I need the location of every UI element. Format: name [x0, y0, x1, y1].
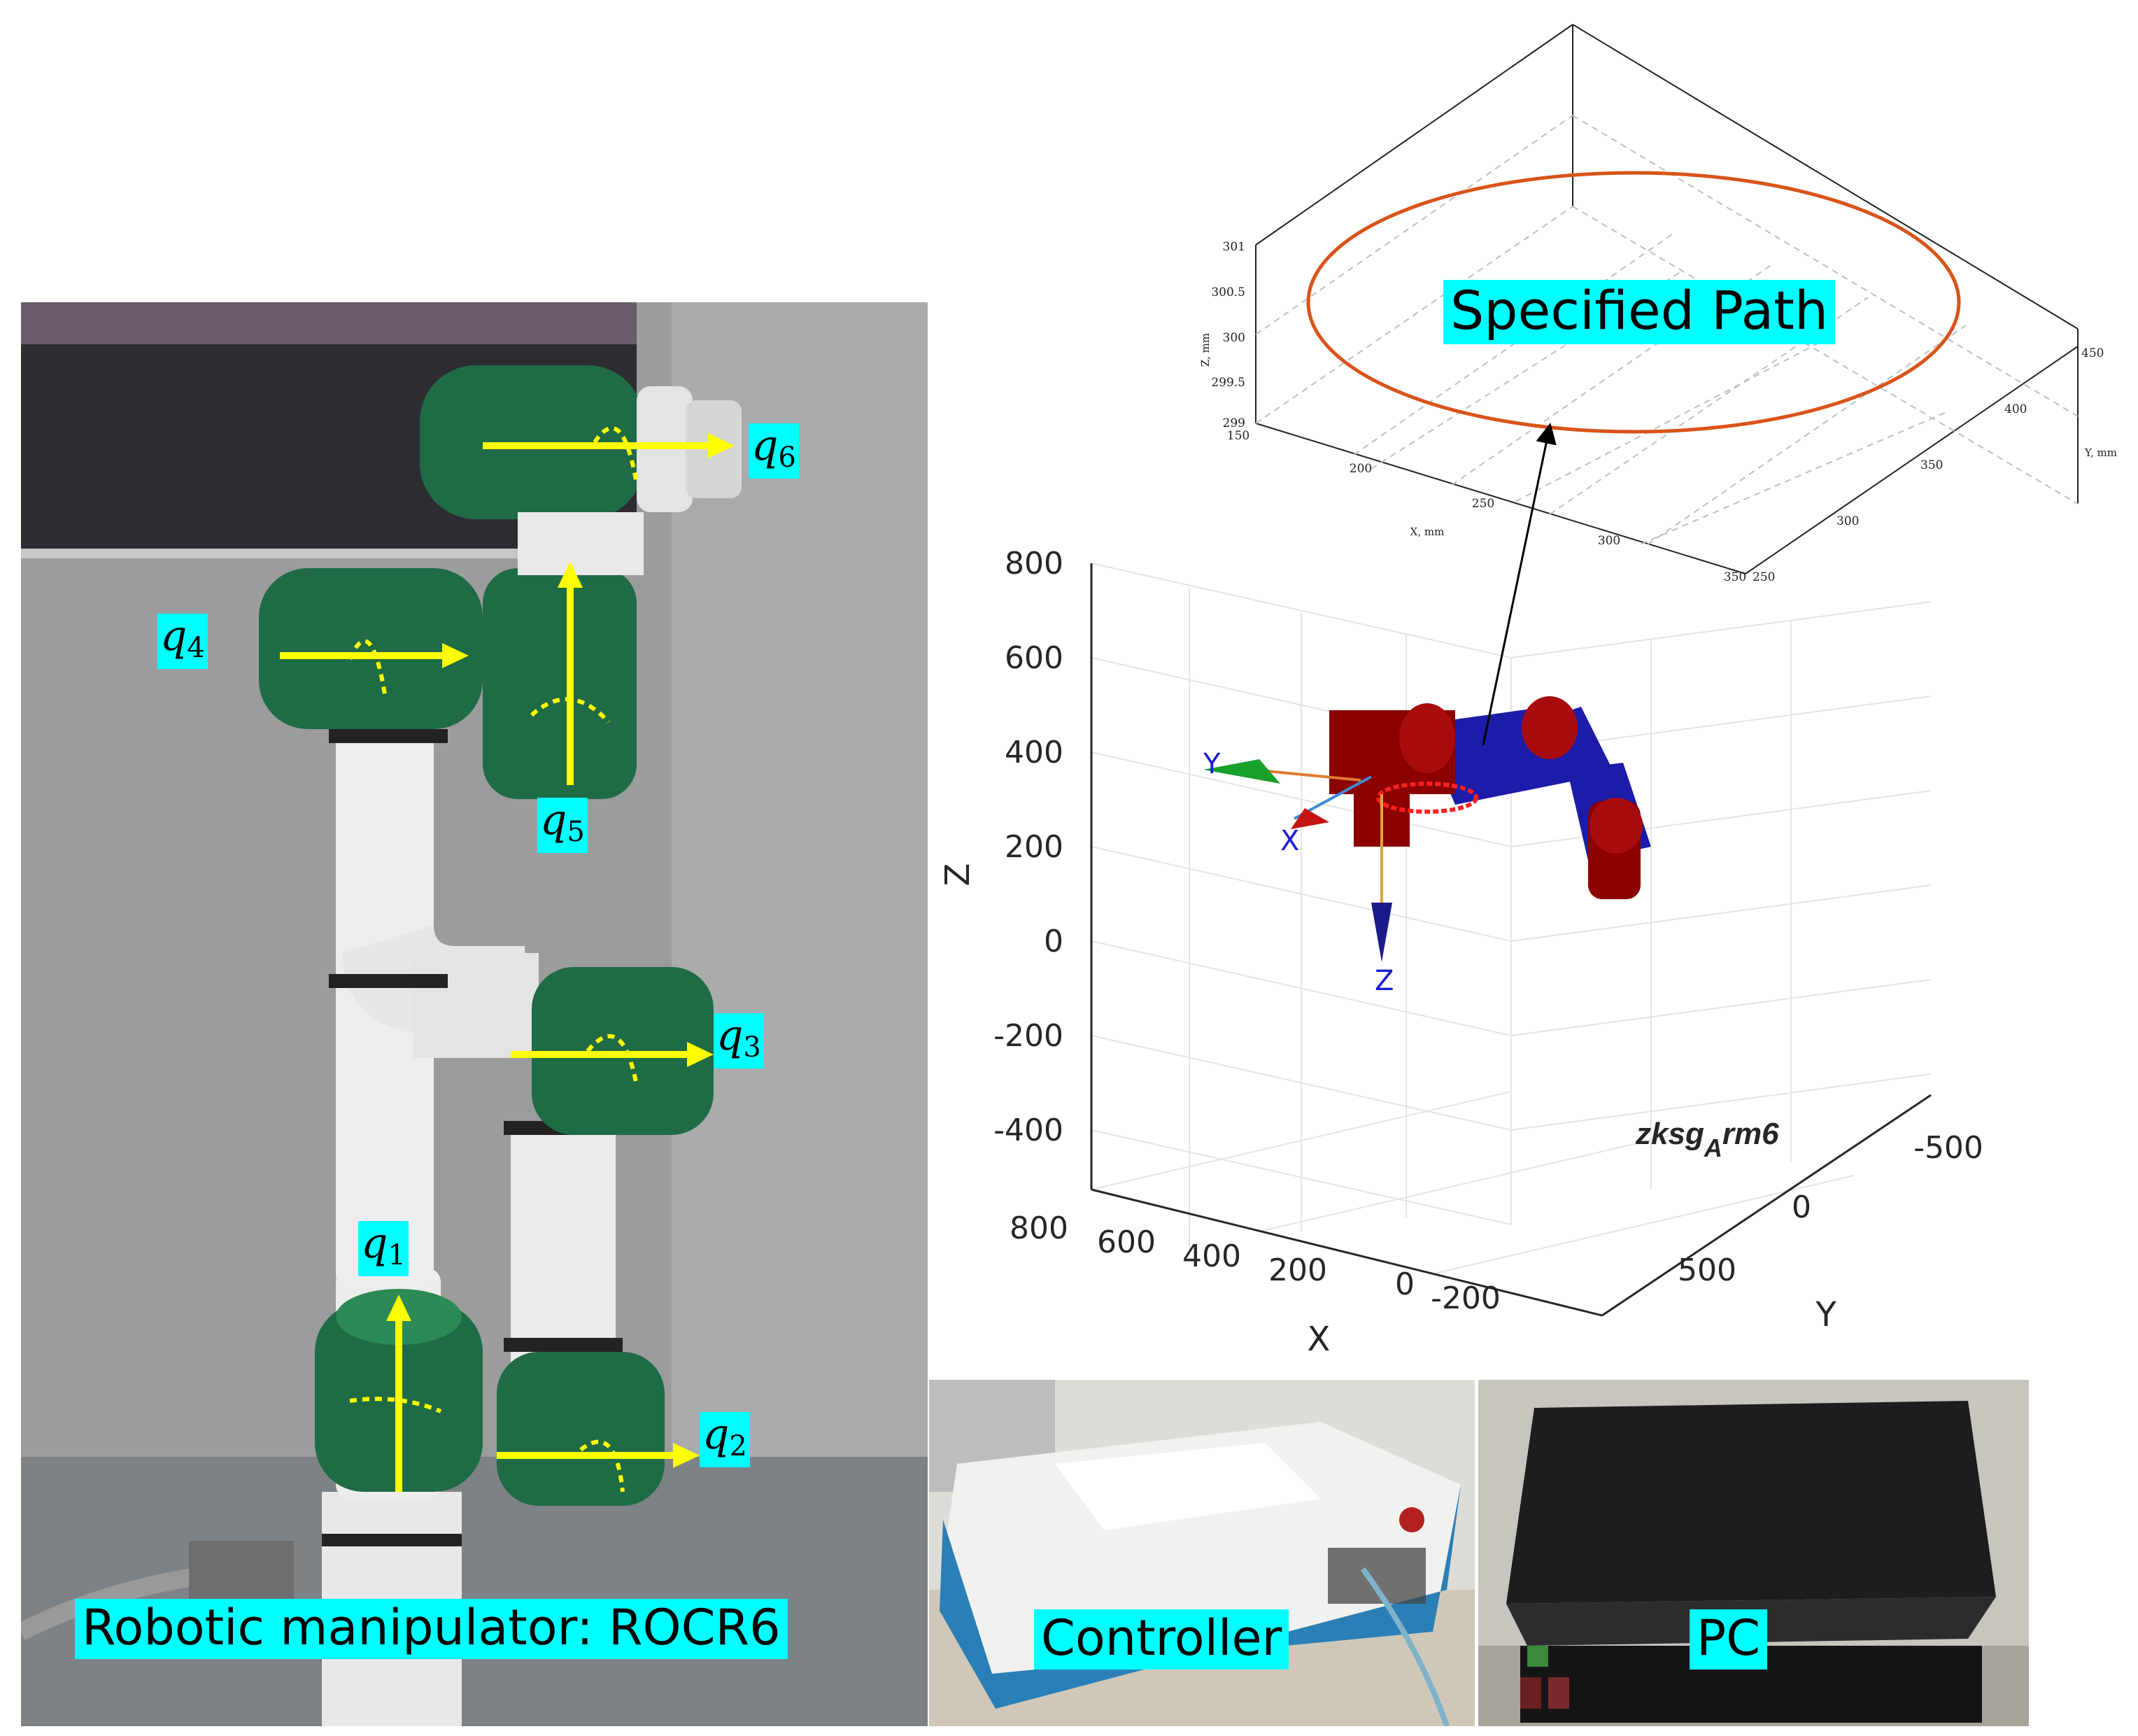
sim-z-tick-5: -200	[993, 1018, 1063, 1054]
frame-z-label: Z	[1375, 965, 1394, 997]
path-plot-z-ticks: 301 300.5 300 299.5 299	[1211, 240, 1245, 430]
specified-path-ellipse	[1306, 171, 1961, 434]
path-z-tick-0: 301	[1223, 240, 1245, 254]
path-z-tick-2: 300	[1223, 331, 1245, 345]
frame-y-label: Y	[1203, 748, 1221, 780]
path-plot: 301 300.5 300 299.5 299 Z, mm 150 200 25…	[1199, 24, 2117, 584]
sim-plot-z-label: Z	[938, 863, 977, 887]
robot-label: Robotic manipulator: ROCR6	[75, 1599, 788, 1659]
sim-plot-grid	[1091, 563, 1932, 1274]
sim-x-tick-4: 0	[1395, 1266, 1415, 1302]
path-x-tick-2: 250	[1472, 497, 1494, 511]
sim-plot-model-name: zksgArm6	[1635, 1117, 1779, 1162]
sim-z-tick-6: -400	[993, 1113, 1063, 1148]
path-x-tick-1: 200	[1350, 462, 1372, 476]
sim-plot-x-label: X	[1308, 1320, 1331, 1359]
path-z-tick-1: 300.5	[1211, 285, 1245, 299]
joint-label-q6: q6	[749, 423, 799, 479]
svg-text:zksgArm6: zksgArm6	[1635, 1117, 1779, 1162]
joint-label-q3: q3	[714, 1013, 764, 1068]
frame-x-label: X	[1280, 825, 1299, 857]
path-z-tick-4: 299	[1223, 416, 1245, 430]
sim-trajectory	[1376, 782, 1478, 814]
sim-plot-y-label: Y	[1815, 1295, 1836, 1334]
path-y-tick-2: 350	[1920, 458, 1943, 472]
path-y-tick-3: 400	[2004, 402, 2027, 416]
sim-frame-labels: Y X Z	[1203, 748, 1394, 997]
sim-plot-axes	[1090, 563, 1932, 1317]
path-plot-y-label: Y, mm	[2084, 446, 2117, 459]
sim-x-tick-2: 400	[1182, 1239, 1241, 1274]
sim-plot-y-ticks: -500 0 500	[1678, 1130, 1983, 1288]
sim-z-tick-1: 600	[1005, 640, 1063, 676]
path-y-tick-1: 300	[1836, 514, 1859, 528]
joint-label-q5: q5	[537, 798, 588, 853]
path-y-tick-0: 250	[1753, 570, 1775, 584]
controller-label: Controller	[1034, 1609, 1289, 1670]
sim-x-tick-1: 600	[1097, 1225, 1156, 1260]
sim-plot-z-ticks: 800 600 400 200 0 -200 -400	[993, 546, 1063, 1148]
sim-z-tick-3: 200	[1005, 829, 1063, 865]
sim-x-tick-0: 800	[1010, 1211, 1068, 1246]
pc-label: PC	[1690, 1609, 1768, 1670]
path-plot-x-label: X, mm	[1410, 525, 1445, 538]
path-connector-arrow	[1482, 423, 1557, 746]
path-z-tick-3: 299.5	[1211, 376, 1245, 390]
sim-z-tick-2: 400	[1005, 735, 1063, 770]
path-plot-y-ticks: 250 300 350 400 450	[1753, 346, 2104, 584]
sim-x-tick-3: 200	[1268, 1252, 1327, 1288]
path-x-tick-0: 150	[1227, 429, 1249, 443]
specified-path-label: Specified Path	[1443, 280, 1836, 344]
robot-illustration	[21, 302, 928, 1726]
robot-photo	[21, 302, 928, 1726]
sim-z-tick-4: 0	[1044, 924, 1063, 959]
joint-label-q4: q4	[157, 614, 208, 669]
path-x-tick-4: 350	[1724, 570, 1746, 584]
joint-label-q2: q2	[700, 1412, 750, 1467]
sim-y-tick-1: 0	[1792, 1190, 1811, 1225]
sim-y-tick-0: -500	[1913, 1130, 1983, 1166]
sim-robot-model	[1203, 696, 1651, 962]
path-plot-box	[1255, 24, 2079, 574]
sim-y-tick-2: 500	[1678, 1252, 1736, 1288]
sim-plot-x-ticks: 800 600 400 200 0	[1010, 1211, 1415, 1302]
joint-label-q1: q1	[358, 1221, 409, 1276]
sim-z-tick-0: 800	[1005, 546, 1063, 581]
path-y-tick-4: 450	[2081, 346, 2104, 360]
path-plot-x-ticks: 150 200 250 300 350	[1227, 429, 1746, 584]
sim-plot: 800 600 400 200 0 -200 -400 Z 800 600 40…	[938, 546, 1983, 1359]
path-x-tick-3: 300	[1598, 534, 1620, 548]
sim-plot-y-extra-tick: -200	[1431, 1280, 1501, 1316]
path-plot-z-label: Z, mm	[1199, 333, 1212, 367]
